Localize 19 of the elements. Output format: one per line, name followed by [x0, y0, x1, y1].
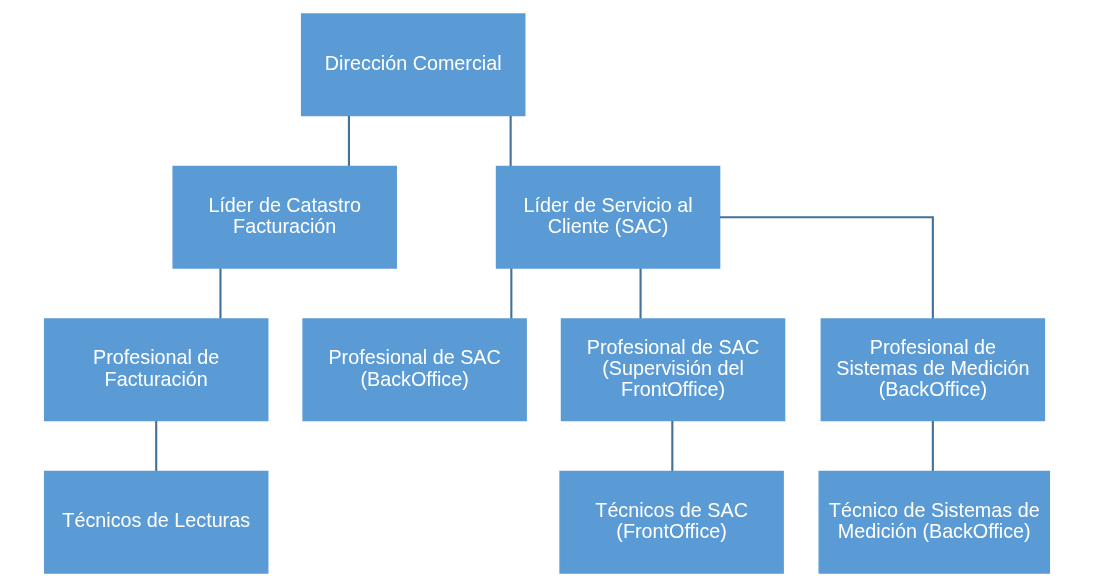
- node-box: Profesional de Sistemas de Medición (BackOffice): [820, 318, 1046, 422]
- connector: [719, 216, 934, 319]
- node-box: Profesional de SAC (Supervisión del FrontOffice): [560, 318, 786, 422]
- node-box: Profesional de Facturación: [43, 318, 269, 422]
- node-box: Técnico de Sistemas de Medición (BackOffice): [818, 470, 1051, 574]
- node-box: Dirección Comercial: [300, 13, 526, 117]
- connector: [671, 420, 674, 471]
- connector: [509, 115, 512, 166]
- connector: [510, 268, 513, 319]
- connector: [155, 420, 158, 471]
- connector: [347, 115, 350, 166]
- connector: [219, 268, 222, 319]
- node-box: Líder de Catastro Facturación: [172, 165, 397, 269]
- node-box: Profesional de SAC (BackOffice): [302, 318, 527, 422]
- node-box: Técnicos de SAC (FrontOffice): [559, 470, 784, 574]
- node-box: Técnicos de Lecturas: [43, 470, 269, 574]
- node-box: Líder de Servicio al Cliente (SAC): [495, 165, 721, 269]
- connector: [639, 268, 642, 319]
- connector: [931, 420, 934, 471]
